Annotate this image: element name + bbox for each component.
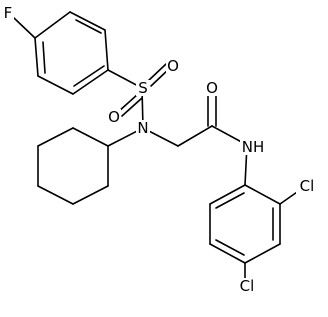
bond bbox=[177, 125, 213, 147]
atom-chlorine-1: Cl bbox=[300, 177, 315, 195]
bond bbox=[37, 75, 74, 95]
bond bbox=[69, 11, 106, 31]
atom-sulfur: S bbox=[138, 79, 148, 97]
bond bbox=[215, 192, 245, 209]
atom-fluorine: F bbox=[4, 4, 13, 22]
bond bbox=[215, 239, 245, 256]
bond bbox=[75, 19, 102, 34]
atom-chlorine-2: Cl bbox=[240, 277, 255, 295]
bond bbox=[146, 63, 167, 83]
bond bbox=[117, 93, 139, 113]
atom-amide-nitrogen: NH bbox=[242, 138, 265, 156]
bond bbox=[37, 127, 74, 147]
bond bbox=[73, 65, 105, 87]
atom-carbonyl-oxygen: O bbox=[206, 79, 218, 97]
atom-oxygen-1: O bbox=[167, 57, 179, 75]
bond bbox=[37, 185, 74, 205]
bond bbox=[34, 37, 39, 77]
bond bbox=[244, 184, 281, 205]
bond bbox=[244, 243, 281, 264]
bond bbox=[72, 185, 109, 205]
bond bbox=[72, 69, 109, 95]
bond bbox=[34, 11, 71, 39]
bond bbox=[121, 97, 143, 117]
bond bbox=[209, 184, 246, 205]
bond bbox=[72, 127, 109, 147]
bond bbox=[42, 41, 46, 74]
bond bbox=[104, 29, 109, 71]
bond bbox=[13, 17, 36, 39]
bond bbox=[209, 243, 246, 264]
atom-labels: F S O O N O NH Cl Cl bbox=[0, 4, 318, 295]
atom-nitrogen: N bbox=[137, 119, 148, 137]
atom-oxygen-2: O bbox=[108, 108, 120, 126]
